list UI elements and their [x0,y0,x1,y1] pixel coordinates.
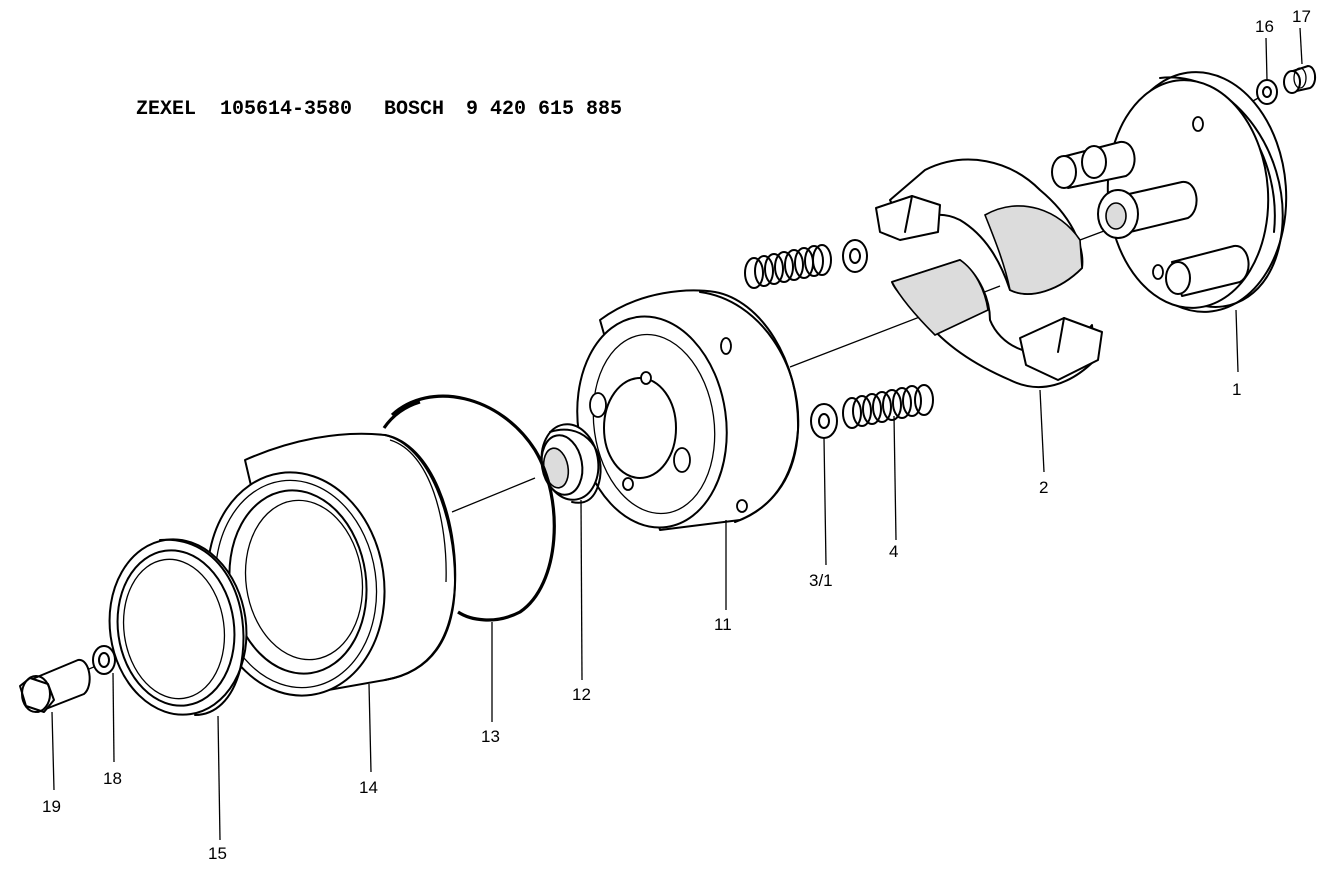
bosch-part-number: 9 420 615 885 [466,98,622,121]
part-15-seal-ring [108,538,248,716]
part-12-bearing [540,423,602,504]
callout-1: 1 [1232,380,1241,399]
part-13-o-ring [382,394,556,622]
part-11-hub [576,289,800,531]
callout-17: 17 [1292,7,1311,26]
leader-lines [51,27,1303,841]
zexel-part-number: 105614-3580 [220,98,352,121]
callout-labels: 1 2 3/1 4 11 12 13 14 15 16 17 18 19 [42,7,1311,863]
part-14-sleeve [206,432,457,697]
bosch-label: BOSCH [384,98,444,121]
callout-16: 16 [1255,17,1274,36]
part-1-flange [1051,71,1288,313]
callout-18: 18 [103,769,122,788]
callout-2: 2 [1039,478,1048,497]
callout-13: 13 [481,727,500,746]
part-3-1-shim [810,403,838,439]
callout-12: 12 [572,685,591,704]
callout-3-1: 3/1 [809,571,833,590]
part-19-plug-bolt [19,659,91,713]
part-2-flyweights [875,158,1103,388]
header: ZEXEL 105614-3580 BOSCH 9 420 615 885 [136,98,622,121]
part-springs-upper [744,239,868,289]
callout-15: 15 [208,844,227,863]
part-18-washer [92,645,116,675]
spring-upper-coils [744,244,832,289]
callout-19: 19 [42,797,61,816]
callout-4: 4 [889,542,898,561]
part-17-screw [1283,65,1316,94]
part-4-spring [842,384,934,429]
callout-11: 11 [714,615,732,634]
zexel-label: ZEXEL [136,98,196,121]
callout-14: 14 [359,778,378,797]
part-16-washer [1256,79,1278,105]
